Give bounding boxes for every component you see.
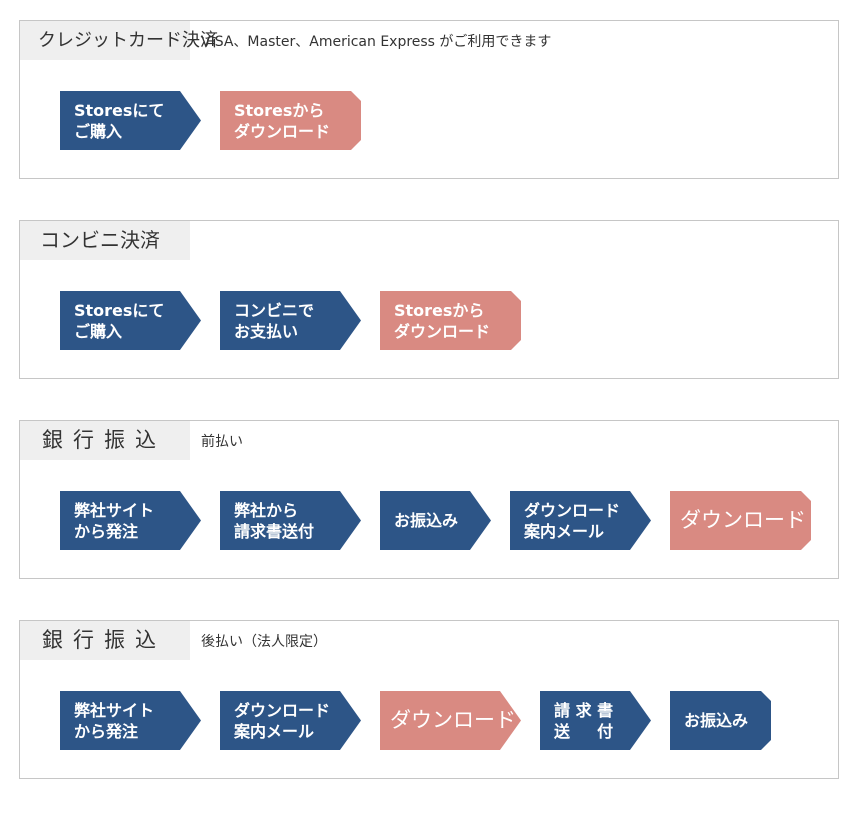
step-stores-download[interactable]: Storesからダウンロード bbox=[380, 291, 521, 350]
step-convenience-payment[interactable]: コンビニでお支払い bbox=[220, 291, 361, 350]
step-download[interactable]: ダウンロード bbox=[670, 491, 811, 550]
section-label: 銀行振込 bbox=[20, 621, 190, 660]
step-line: 案内メール bbox=[234, 721, 315, 741]
step-line: ダウンロード bbox=[234, 121, 331, 141]
step-line: 案内メール bbox=[524, 521, 605, 541]
section-label: クレジットカード決済 bbox=[20, 21, 218, 60]
step-line: 請 求 書 bbox=[554, 700, 614, 720]
step-line: から発注 bbox=[74, 721, 139, 741]
step-line: Storesにて bbox=[74, 300, 165, 320]
step-line: ご購入 bbox=[74, 121, 123, 141]
step-stores-purchase[interactable]: Storesにてご購入 bbox=[60, 91, 201, 150]
step-line: 弊社サイト bbox=[74, 500, 155, 520]
step-line: 送 付 bbox=[554, 721, 614, 741]
step-line: ダウンロード bbox=[390, 708, 516, 732]
section-label: 銀行振込 bbox=[20, 421, 190, 460]
step-stores-purchase[interactable]: Storesにてご購入 bbox=[60, 291, 201, 350]
step-invoice-sent[interactable]: 弊社から請求書送付 bbox=[220, 491, 361, 550]
step-invoice-sent[interactable]: 請 求 書送 付 bbox=[540, 691, 651, 750]
step-line: ダウンロード bbox=[680, 508, 806, 532]
step-line: Storesから bbox=[234, 100, 325, 120]
step-line: ダウンロード bbox=[524, 500, 621, 520]
section-note: VISA、Master、American Express がご利用できます bbox=[201, 34, 552, 50]
step-line: 弊社から bbox=[234, 500, 299, 520]
step-order-from-site[interactable]: 弊社サイトから発注 bbox=[60, 491, 201, 550]
step-line: コンビニで bbox=[234, 300, 315, 320]
step-line: 弊社サイト bbox=[74, 700, 155, 720]
section-note: 後払い（法人限定） bbox=[201, 634, 327, 650]
section-convenience-store: コンビニ決済 Storesにてご購入 コンビニでお支払い Storesからダウン… bbox=[19, 220, 839, 379]
step-line: Storesにて bbox=[74, 100, 165, 120]
step-download[interactable]: ダウンロード bbox=[380, 691, 521, 750]
step-line: ダウンロード bbox=[234, 700, 331, 720]
section-label: コンビニ決済 bbox=[20, 221, 190, 260]
section-credit-card: クレジットカード決済 VISA、Master、American Express … bbox=[19, 20, 839, 179]
step-download-mail[interactable]: ダウンロード案内メール bbox=[220, 691, 361, 750]
step-line: ダウンロード bbox=[394, 321, 491, 341]
section-note: 前払い bbox=[201, 434, 243, 450]
step-line: ご購入 bbox=[74, 321, 123, 341]
section-bank-transfer-postpaid: 銀行振込 後払い（法人限定） 弊社サイトから発注 ダウンロード案内メール ダウン… bbox=[19, 620, 839, 779]
step-line: お振込み bbox=[684, 711, 749, 730]
step-line: お振込み bbox=[394, 511, 459, 530]
step-order-from-site[interactable]: 弊社サイトから発注 bbox=[60, 691, 201, 750]
step-bank-payment[interactable]: お振込み bbox=[380, 491, 491, 550]
step-line: Storesから bbox=[394, 300, 485, 320]
section-bank-transfer-prepaid: 銀行振込 前払い 弊社サイトから発注 弊社から請求書送付 お振込み ダウンロード… bbox=[19, 420, 839, 579]
step-bank-payment[interactable]: お振込み bbox=[670, 691, 771, 750]
step-download-mail[interactable]: ダウンロード案内メール bbox=[510, 491, 651, 550]
step-line: から発注 bbox=[74, 521, 139, 541]
step-stores-download[interactable]: Storesからダウンロード bbox=[220, 91, 361, 150]
step-line: お支払い bbox=[234, 321, 299, 341]
step-line: 請求書送付 bbox=[234, 521, 315, 541]
